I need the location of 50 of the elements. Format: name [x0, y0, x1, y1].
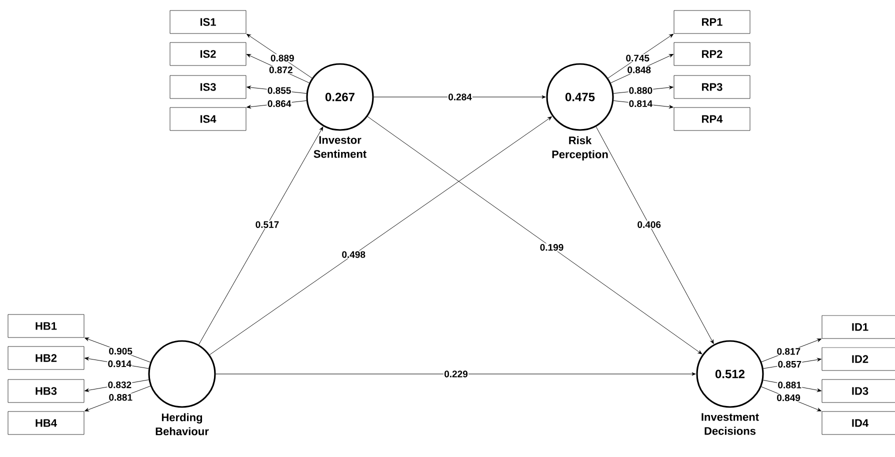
path-coefficient: 0.880 — [628, 86, 654, 94]
path-coefficient: 0.498 — [341, 250, 366, 259]
construct-label: Investment Decisions — [702, 413, 759, 435]
path-coefficient: 0.229 — [444, 370, 468, 378]
path-coefficient: 0.517 — [254, 220, 280, 229]
arrow — [367, 116, 702, 354]
path-coefficient: 0.855 — [266, 86, 292, 94]
arrow — [216, 372, 696, 376]
indicator-box: RP2 — [674, 42, 750, 66]
construct-circle — [148, 340, 216, 408]
arrow — [596, 126, 714, 344]
arrow — [210, 116, 552, 355]
path-coefficient: 0.745 — [625, 54, 650, 62]
path-coefficient: 0.881 — [777, 381, 802, 389]
path-coefficient: 0.832 — [107, 380, 132, 389]
path-coefficient: 0.849 — [776, 394, 802, 402]
path-coefficient: 0.817 — [776, 347, 802, 356]
path-coefficient: 0.406 — [636, 220, 662, 229]
indicator-box: IS1 — [170, 10, 246, 34]
path-coefficient: 0.889 — [270, 54, 295, 62]
path-coefficient: 0.199 — [539, 243, 564, 252]
arrow — [246, 34, 312, 78]
path-coefficient: 0.284 — [448, 93, 472, 101]
indicator-box: HB4 — [8, 411, 84, 435]
construct-label: Risk Perception — [552, 136, 608, 160]
indicator-box: RP4 — [674, 107, 750, 131]
indicator-box: IS2 — [170, 42, 246, 66]
path-coefficient: 0.905 — [108, 347, 134, 356]
construct-label: Herding Behaviour — [156, 413, 209, 436]
indicator-box: ID4 — [822, 411, 895, 435]
indicator-box: RP1 — [674, 10, 750, 34]
indicator-box: IS3 — [170, 75, 246, 99]
path-coefficient: 0.857 — [777, 360, 802, 368]
indicator-box: HB3 — [8, 379, 84, 403]
indicator-box: ID2 — [822, 347, 895, 371]
arrow — [198, 126, 324, 345]
path-coefficient: 0.864 — [266, 100, 292, 108]
indicator-box: HB1 — [8, 314, 84, 338]
path-coefficient: 0.914 — [107, 360, 132, 368]
path-coefficient: 0.881 — [108, 393, 134, 402]
arrow — [608, 34, 674, 78]
path-coefficient: 0.814 — [628, 100, 654, 108]
construct-label: Investor Sentiment — [314, 136, 366, 158]
path-coefficient: 0.848 — [626, 66, 652, 74]
indicator-box: HB2 — [8, 346, 84, 370]
indicator-box: RP3 — [674, 75, 750, 99]
indicator-box: ID3 — [822, 379, 895, 403]
path-coefficient: 0.872 — [268, 66, 294, 74]
indicator-box: IS4 — [170, 107, 246, 131]
indicator-box: ID1 — [822, 315, 895, 339]
